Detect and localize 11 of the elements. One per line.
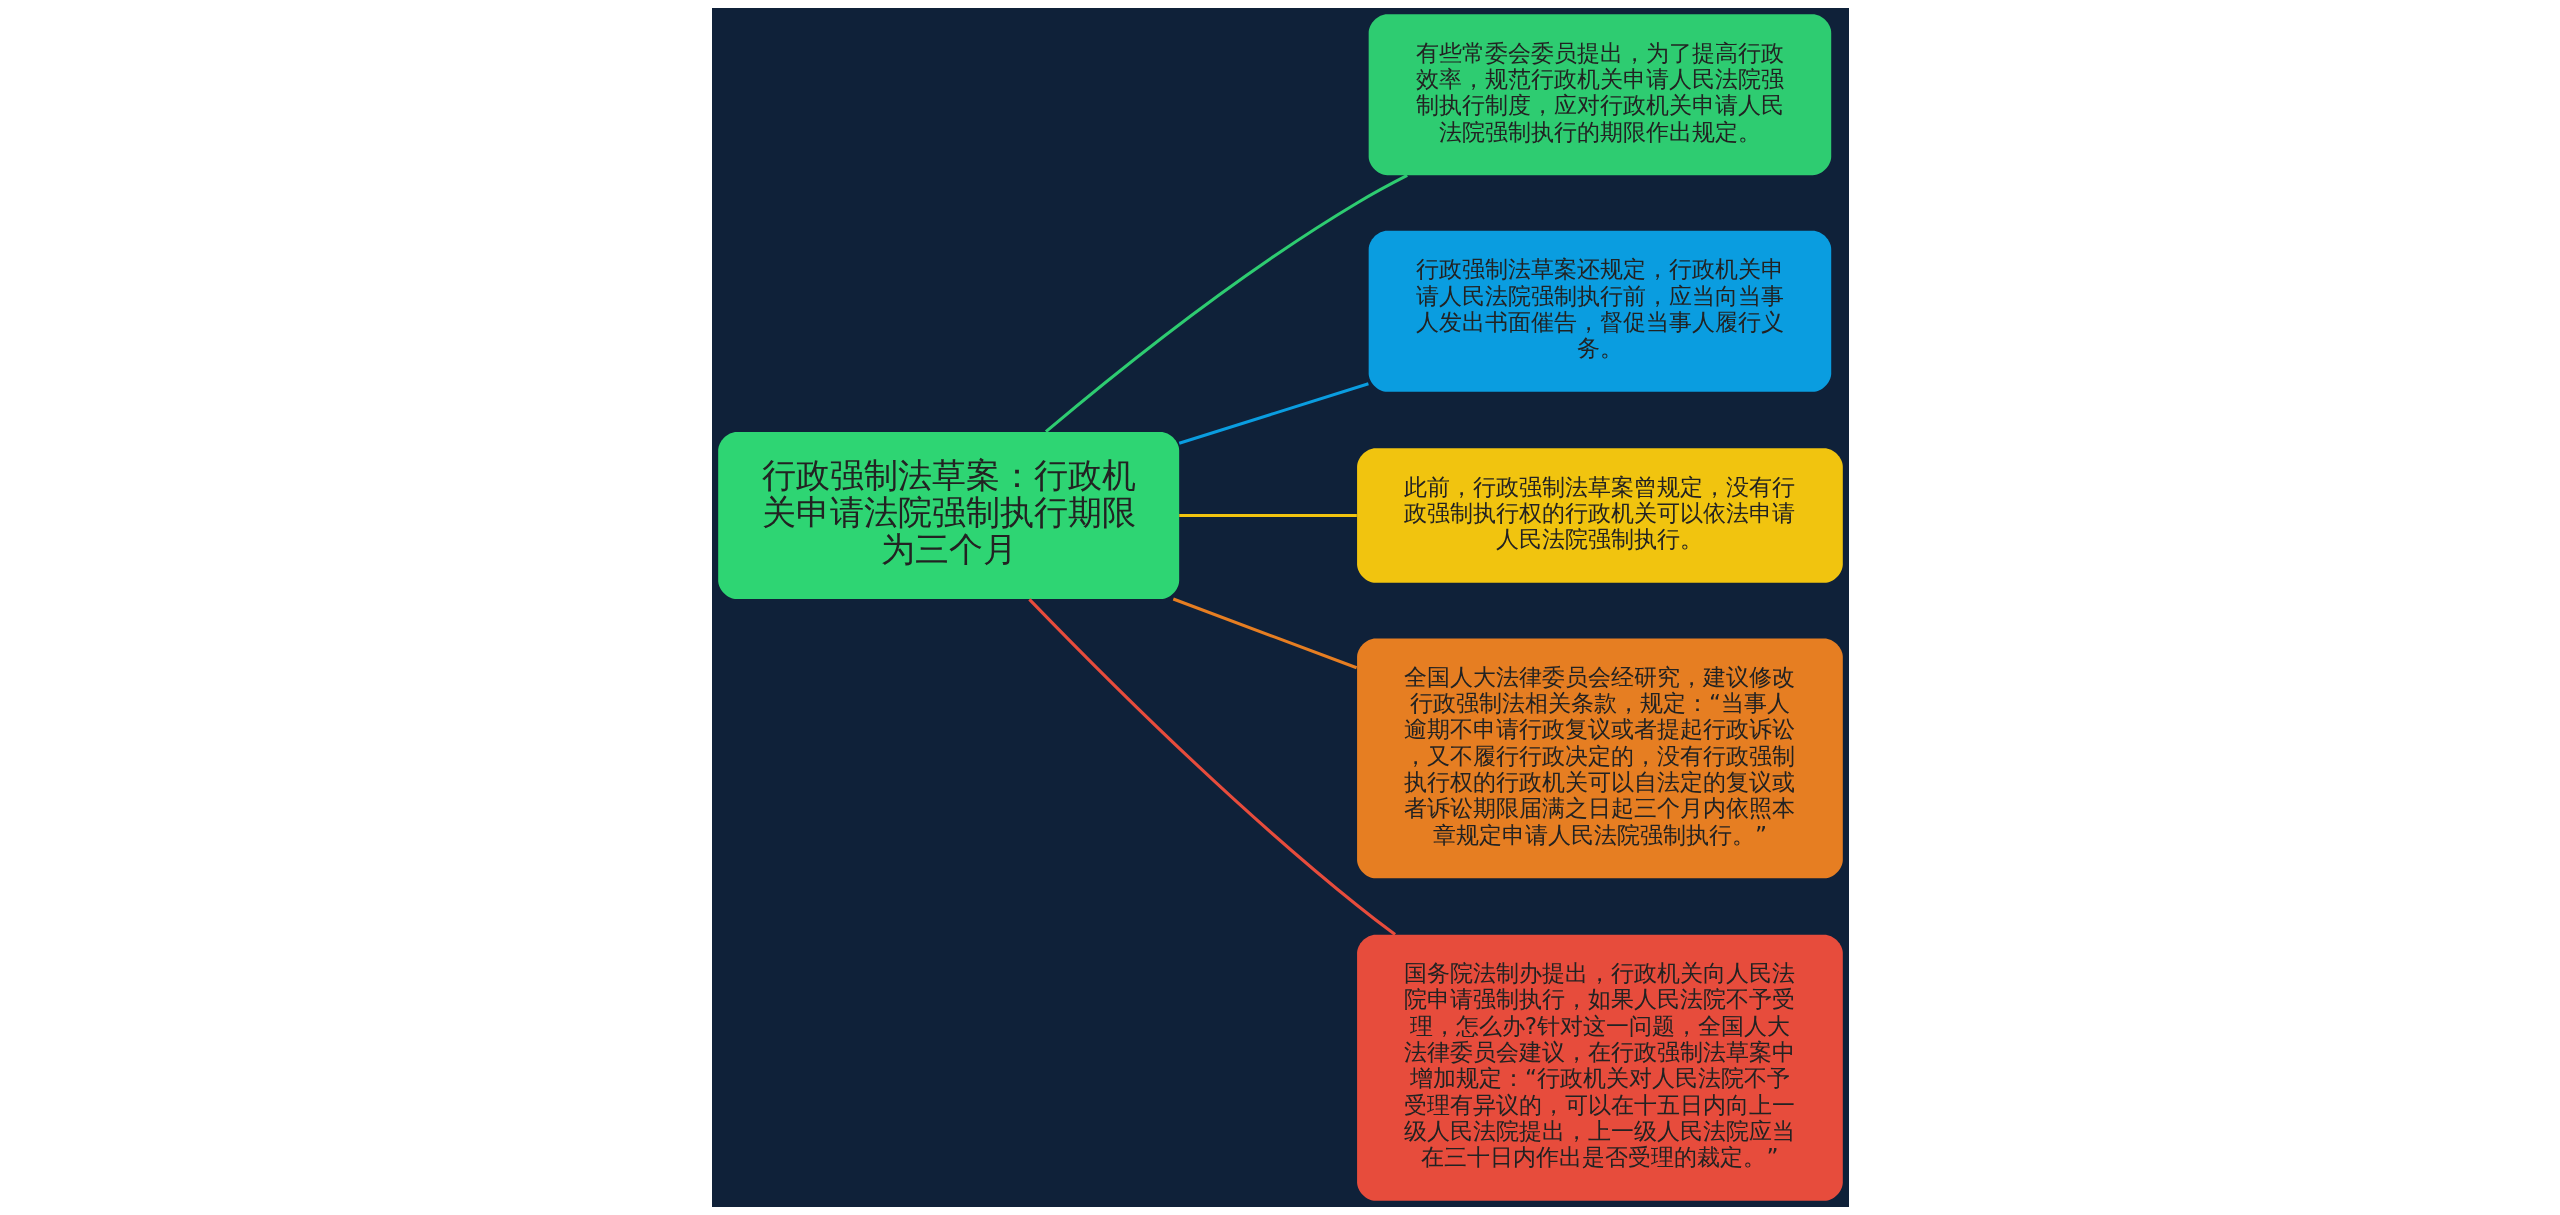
connector bbox=[1027, 598, 1396, 936]
connector bbox=[1044, 174, 1408, 433]
connector bbox=[1172, 597, 1357, 670]
node-box: 此前，行政强制法草案曾规定，没有行政强制执行权的行政机关可以依法申请人民法院强制执行。 bbox=[1356, 448, 1843, 583]
connector bbox=[1178, 513, 1357, 517]
node-box: 国务院法制办提出，行政机关向人民法院申请强制执行，如果人民法院不予受理，怎么办?针对这一问题，全国人大法律委员会建议，在行政强制法草案中增加规定：“行政机关对人民法院不予受理有异议的，可以在十五日内向上一级人民法院提出，上一级人民法院应当在三十日内作出是否受理的裁定。” bbox=[1356, 934, 1843, 1201]
node-box: 行政强制法草案：行政机关申请法院强制执行期限为三个月 bbox=[717, 431, 1179, 599]
node-box: 全国人大法律委员会经研究，建议修改行政强制法相关条款，规定：“当事人逾期不申请行政复议或者提起行政诉讼，又不履行行政决定的，没有行政强制执行权的行政机关可以自法定的复议或者诉讼期限届满之日起三个月内依照本章规定申请人民法院强制执行。” bbox=[1356, 638, 1843, 879]
connector bbox=[1178, 382, 1369, 445]
node-box: 行政强制法草案还规定，行政机关申请人民法院强制执行前，应当向当事人发出书面催告，督促当事人履行义务。 bbox=[1368, 230, 1831, 392]
node-box: 有些常委会委员提出，为了提高行政效率，规范行政机关申请人民法院强制执行制度，应对行政机关申请人民法院强制执行的期限作出规定。 bbox=[1368, 14, 1831, 176]
